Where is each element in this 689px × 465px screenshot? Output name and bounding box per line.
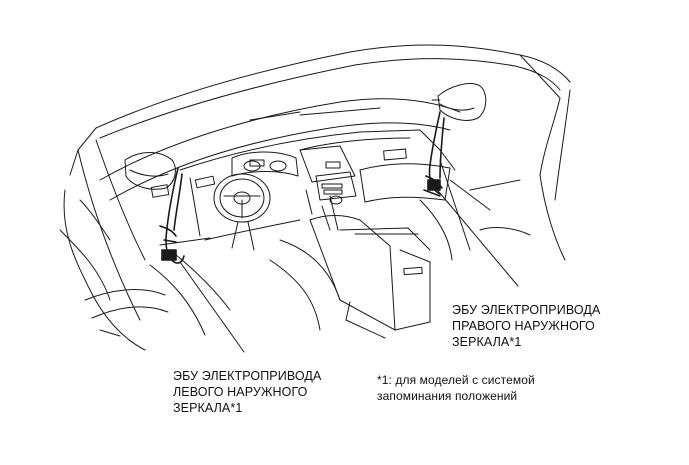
a-pillar-right (539, 89, 571, 201)
footnote-line-2: запоминания положений (377, 389, 518, 403)
left-ecu-harness (159, 167, 185, 264)
a-pillar-left (77, 139, 146, 321)
steering-wheel (213, 173, 271, 251)
dashboard (99, 98, 461, 246)
footnote-line-1: *1: для моделей с системой (377, 373, 535, 387)
right-mirror-ecu-label: ЭБУ ЭЛЕКТРОПРИВОДА ПРАВОГО НАРУЖНОГО ЗЕР… (452, 302, 600, 350)
right-ecu-harness (423, 111, 445, 197)
left-label-line-3: ЗЕРКАЛА*1 (173, 401, 243, 415)
windshield-outline (69, 44, 571, 176)
right-label-line-1: ЭБУ ЭЛЕКТРОПРИВОДА (452, 303, 601, 317)
left-door (59, 184, 170, 351)
right-side-mirror (431, 83, 487, 121)
instrument-cluster (231, 151, 299, 177)
right-label-line-2: ПРАВОГО НАРУЖНОГО (452, 319, 595, 333)
footnote: *1: для моделей с системой запоминания п… (377, 372, 535, 404)
leader-line-right (433, 185, 519, 287)
floor (149, 159, 491, 336)
right-label-line-3: ЗЕРКАЛА*1 (452, 335, 522, 349)
center-stack (299, 145, 357, 231)
left-mirror-ecu-label: ЭБУ ЭЛЕКТРОПРИВОДА ЛЕВОГО НАРУЖНОГО ЗЕРК… (173, 368, 321, 416)
left-side-mirror (124, 152, 176, 190)
right-door (469, 174, 566, 261)
center-console (309, 195, 431, 339)
leader-line-left (179, 261, 245, 353)
left-label-line-2: ЛЕВОГО НАРУЖНОГО (173, 385, 308, 399)
left-label-line-1: ЭБУ ЭЛЕКТРОПРИВОДА (173, 369, 322, 383)
